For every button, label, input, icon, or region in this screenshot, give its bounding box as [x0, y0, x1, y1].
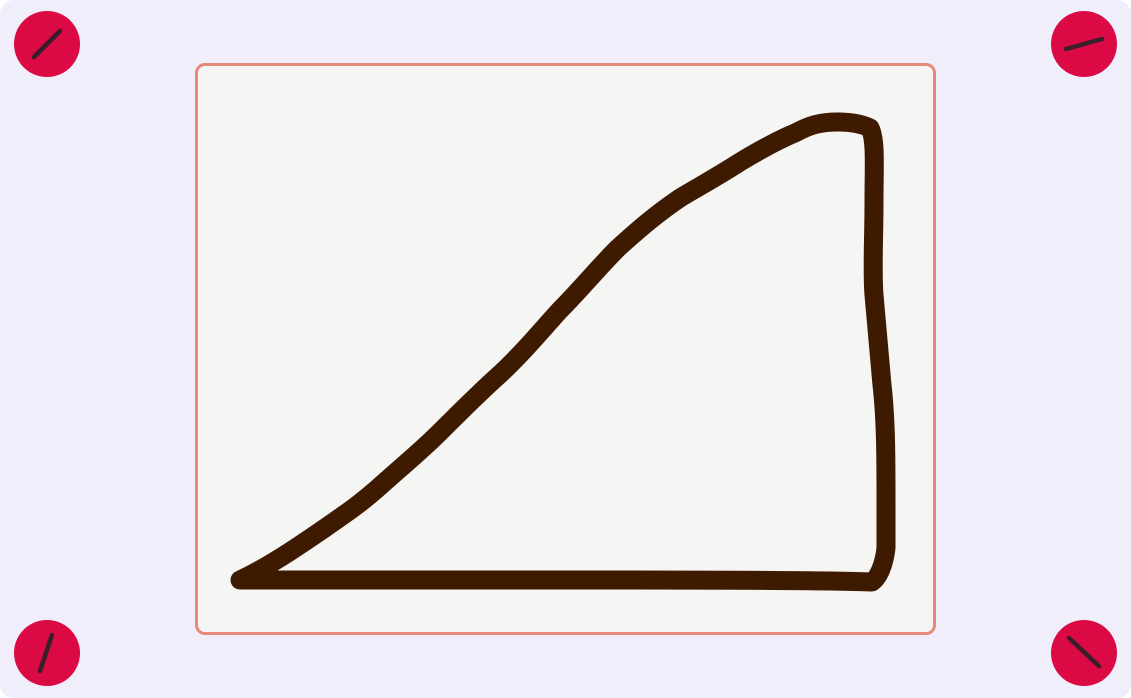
knob-icon [1063, 36, 1105, 52]
knob-top-right[interactable] [1051, 11, 1117, 77]
knob-bottom-left[interactable] [14, 620, 80, 686]
knob-bottom-right[interactable] [1051, 620, 1117, 686]
knob-icon [37, 632, 55, 674]
knob-top-left[interactable] [14, 11, 80, 77]
knob-icon [31, 28, 63, 60]
drawing-screen[interactable] [195, 63, 936, 635]
knob-icon [1066, 635, 1102, 669]
